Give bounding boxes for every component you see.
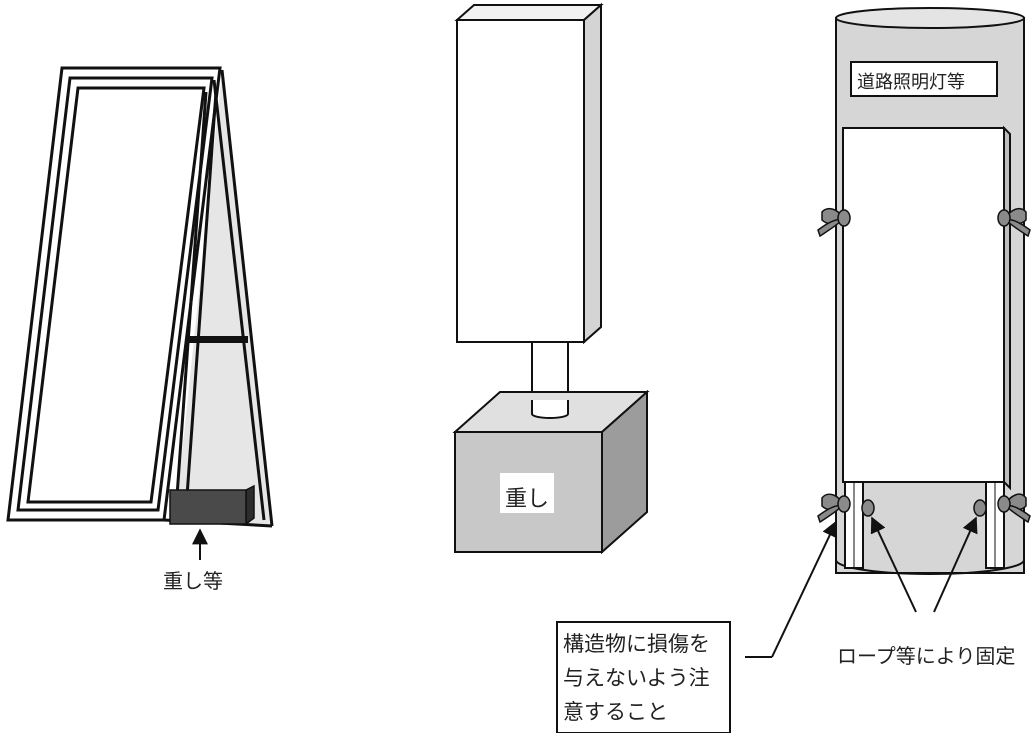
sign-board-side — [583, 2, 602, 345]
sign-board-face — [456, 19, 585, 343]
caution-line-2: 与えないよう注 — [563, 666, 710, 690]
ropes — [817, 207, 1031, 524]
caution-box — [556, 621, 731, 733]
street-light-label-box — [850, 61, 998, 97]
weight-block — [169, 489, 247, 525]
a-frame-sign-stand — [6, 66, 274, 560]
stand-back-leg-rear — [174, 91, 208, 511]
weight-etc-label: 重し等 — [163, 569, 223, 593]
stand-front-frame-inner — [26, 86, 206, 504]
street-light-label: 道路照明灯等 — [857, 72, 965, 93]
stand-back-leg-outer — [220, 69, 274, 527]
street-light-sign — [556, 7, 1031, 733]
stand-back-leg-rear2 — [184, 91, 218, 511]
stand-back-frame — [175, 72, 270, 525]
rope-pointer-right — [933, 516, 978, 613]
sign-board-top — [454, 4, 604, 21]
rope-pointer-left — [870, 516, 917, 613]
pole-sign-board — [842, 127, 1005, 483]
caution-line-3: 意すること — [563, 700, 668, 724]
caution-line-1: 構造物に損傷を — [563, 632, 710, 656]
stand-front-frame-mid — [16, 76, 214, 512]
weight-label: 重し — [505, 487, 550, 512]
caution-pointer-arrow — [771, 520, 838, 658]
rope-fix-label: ロープ等により固定 — [837, 644, 1016, 668]
stand-back-leg-inner — [212, 79, 266, 521]
weight-label-box — [500, 473, 554, 513]
pole-into-box — [531, 400, 569, 419]
weighted-pole-sign — [452, 2, 650, 555]
stand-cross-brace — [186, 336, 248, 343]
light-pole-top — [835, 7, 1025, 29]
weight-block-side — [245, 484, 255, 526]
